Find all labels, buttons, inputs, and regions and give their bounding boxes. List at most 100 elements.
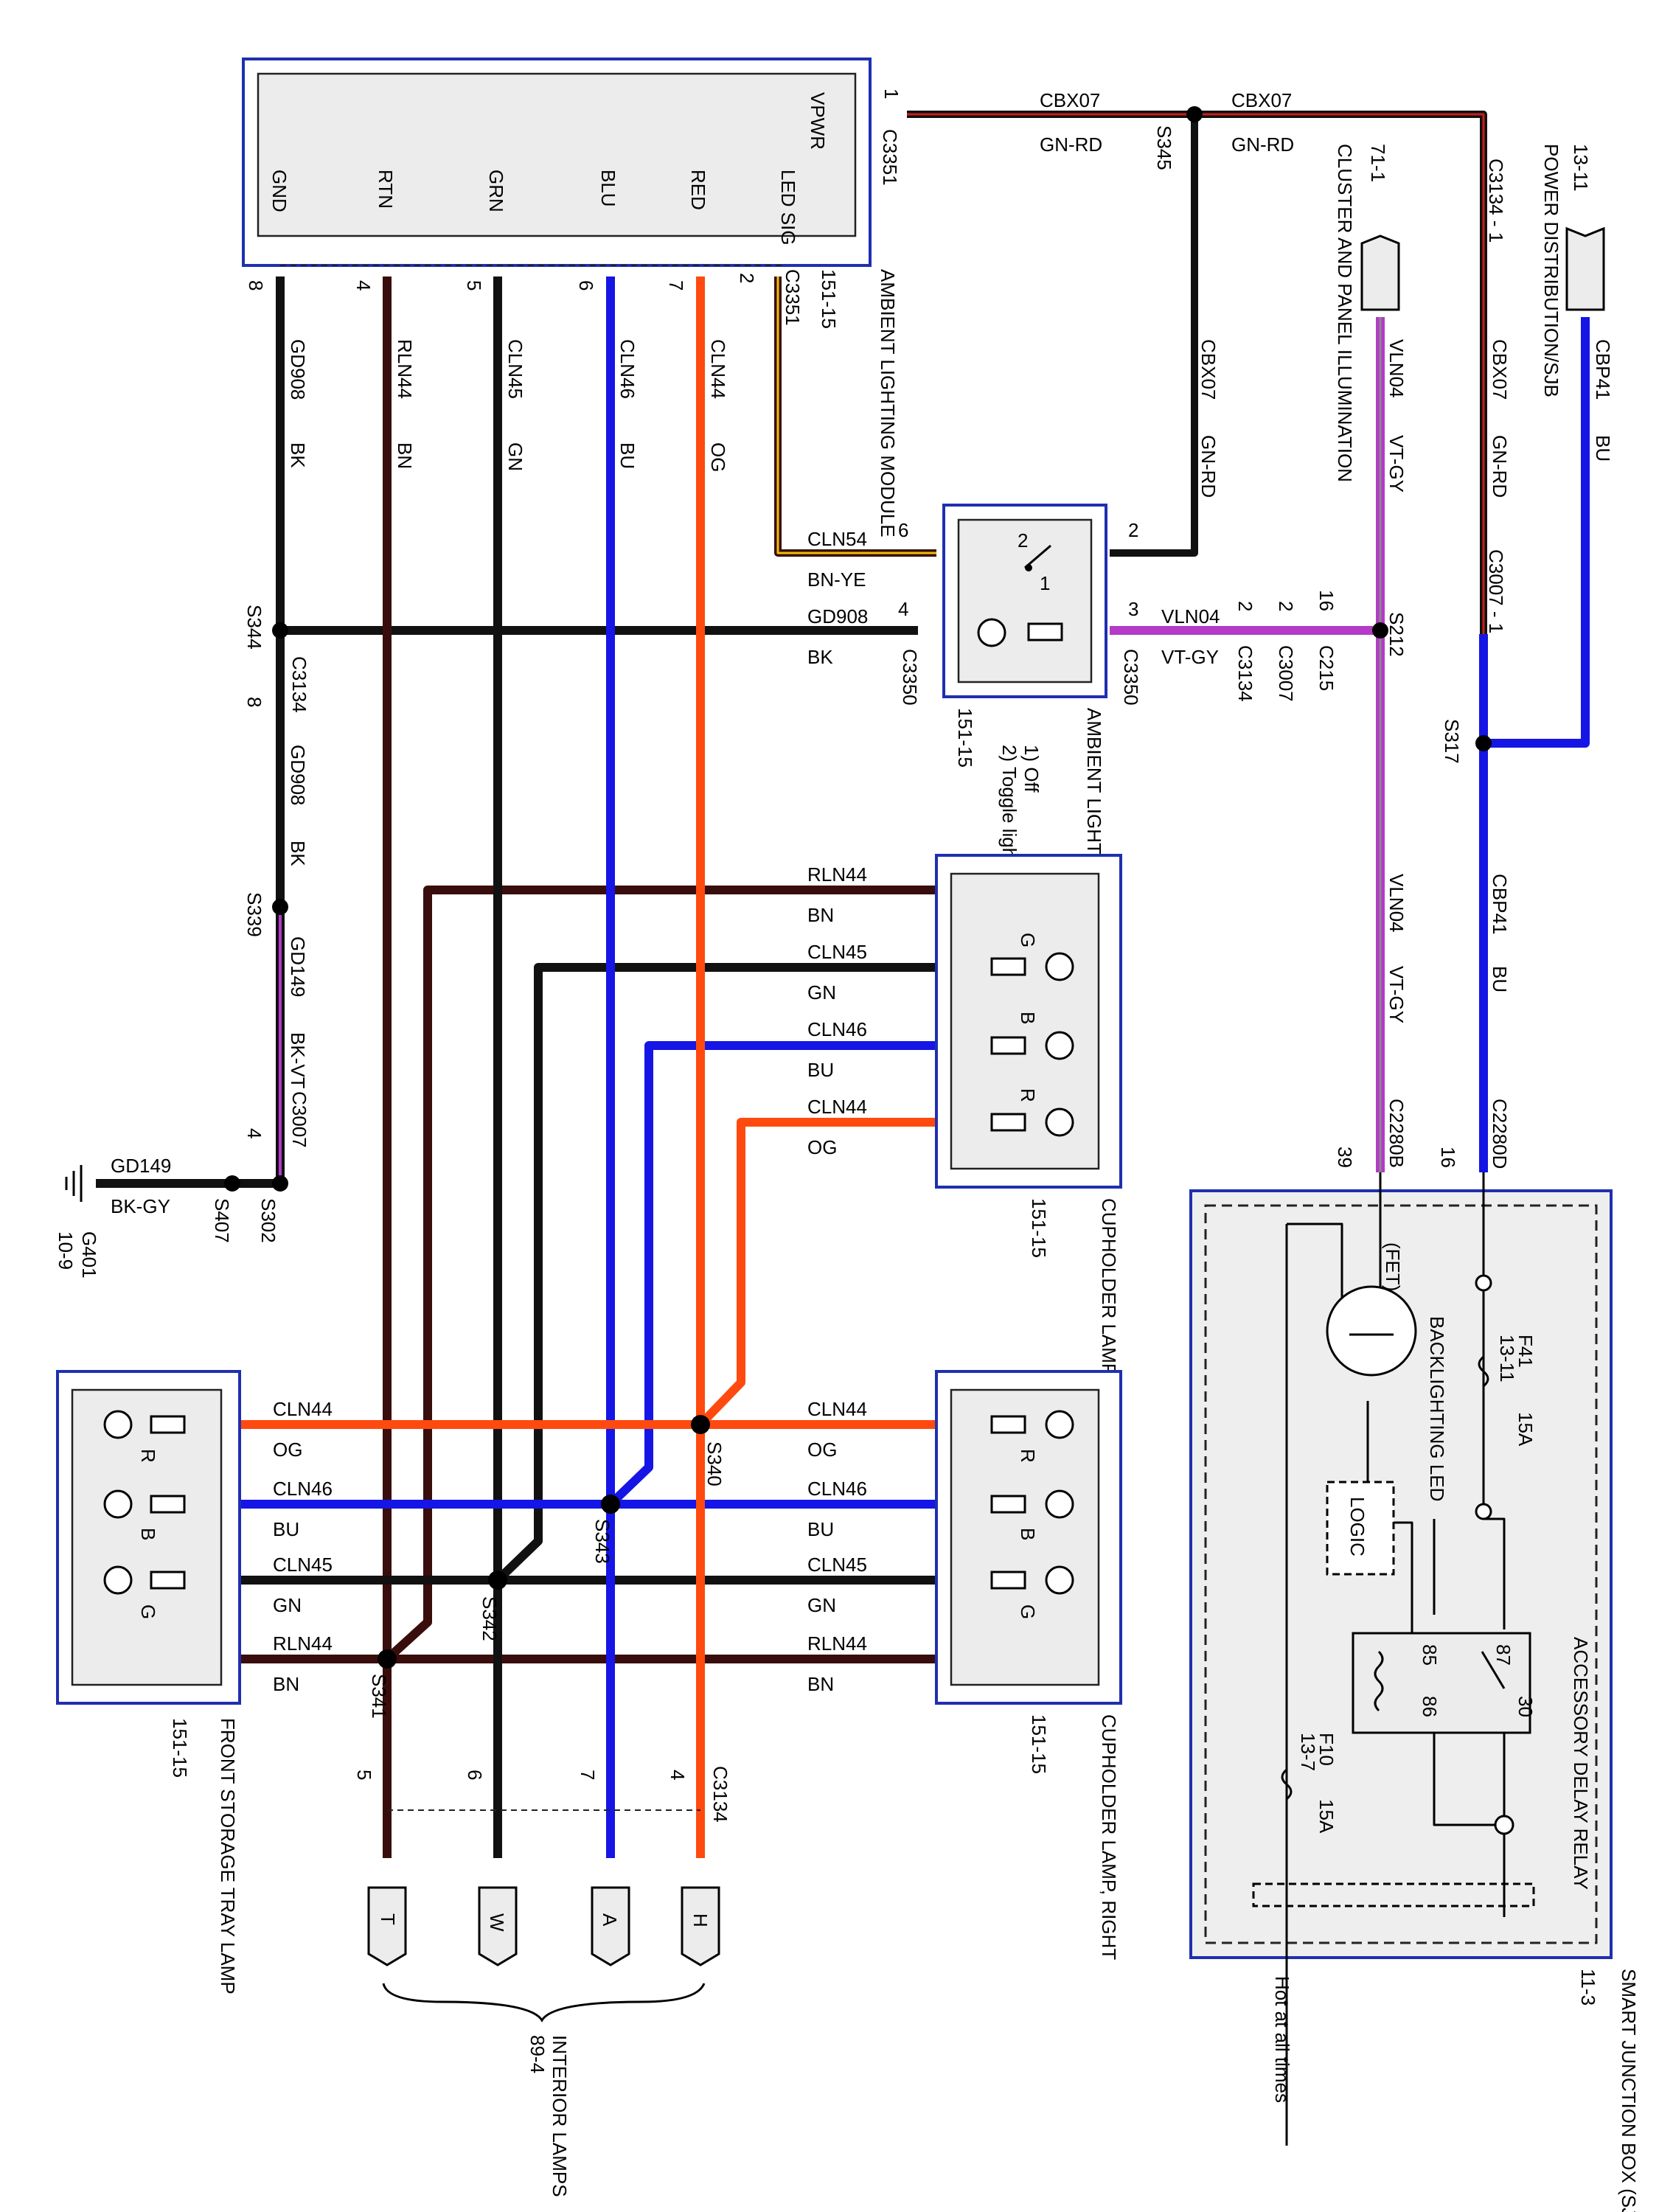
lbl-c3134-gnd: C3134 [288, 656, 310, 713]
pinno-1: 1 [880, 88, 902, 99]
switch-lamp-icon [977, 618, 1006, 647]
wire-cln46-branch [607, 1041, 936, 1508]
lbl-vln04-h: VLN04 [1161, 605, 1220, 627]
lbl-s317: S317 [1441, 719, 1463, 764]
relay-contact-icon [1481, 1651, 1506, 1689]
interior-h-connector-icon [681, 1886, 720, 1966]
pinno-8: 8 [245, 280, 267, 291]
lbl-gnrd-a: GN-RD [1040, 133, 1102, 156]
lbl-bk-h: BK [807, 646, 833, 668]
switch-resistor-icon [1027, 622, 1063, 641]
ground-icon [65, 1165, 83, 1202]
cup-right-lamp-g [990, 1565, 1074, 1595]
sjb-name: SMART JUNCTION BOX (SJB) [1618, 1969, 1640, 2212]
relay-out-icon [1494, 1815, 1514, 1835]
lbl-bk: BK [287, 442, 309, 468]
logic-box [1326, 1481, 1395, 1576]
f41-top-icon [1475, 1274, 1492, 1292]
r-cln46: CLN46 [807, 1478, 867, 1500]
splice-s302 [272, 1175, 288, 1192]
pin-ledsig: LED SIG [777, 170, 799, 246]
relay-85: 85 [1419, 1644, 1441, 1666]
cup-left-lamp-r [990, 1107, 1074, 1137]
lbl-bkgy-g: BK-GY [111, 1195, 170, 1217]
power-connector-icon [1565, 226, 1605, 311]
lbl-s341: S341 [368, 1674, 390, 1719]
int-t: T [377, 1913, 399, 1925]
switch-conn-l: C3350 [899, 649, 921, 706]
lbl-bu-2: BU [1489, 966, 1511, 992]
relay-87: 87 [1492, 1644, 1514, 1666]
splice-s212 [1372, 622, 1388, 639]
lbl-gnrd-b: GN-RD [1231, 133, 1294, 156]
int-c3134: C3134 [709, 1766, 731, 1823]
interior-t-connector-icon [367, 1886, 407, 1966]
wire-cbp41 [1484, 317, 1590, 748]
relay-coil-icon [1374, 1650, 1384, 1712]
lbl-bkvt: BK-VT [287, 1032, 309, 1089]
cup-left-b: B [1017, 1012, 1039, 1024]
lbl-vln04-2: VLN04 [1385, 874, 1408, 933]
f10-ref: 13-7 [1297, 1733, 1319, 1771]
cup-left-r: R [1017, 1088, 1039, 1102]
t-bn: BN [273, 1673, 299, 1695]
lbl-bu-p: BU [1592, 435, 1614, 462]
lbl-s342: S342 [479, 1596, 501, 1641]
cup-right-name: CUPHOLDER LAMP, RIGHT [1098, 1714, 1120, 1960]
f41-fuse-icon [1478, 1355, 1489, 1388]
switch-lever [1024, 544, 1051, 569]
cluster-name: CLUSTER AND PANEL ILLUMINATION [1334, 144, 1356, 482]
lbl-p16-a: 16 [1315, 590, 1338, 611]
lbl-cln54: CLN54 [807, 528, 867, 550]
lbl-s339: S339 [243, 892, 265, 937]
cup-right-g: G [1017, 1604, 1039, 1619]
sjb-bus-dash [1252, 1882, 1535, 1907]
t-cln44: CLN44 [273, 1398, 333, 1420]
lbl-cbp41-2: CBP41 [1489, 874, 1511, 934]
lbl-gd149-g: GD149 [111, 1155, 171, 1177]
lbl-vln04: VLN04 [1385, 339, 1408, 398]
sjb-wire-f41 [1482, 1172, 1506, 1630]
lbl-p8-gnd: 8 [243, 697, 265, 707]
splice-s340 [691, 1415, 710, 1434]
tray-lamp-b [103, 1489, 186, 1519]
f41-bot-icon [1475, 1503, 1492, 1520]
cup-left-lamp-b [990, 1031, 1074, 1060]
splice-s345 [1186, 106, 1203, 122]
switch-pin6: 6 [898, 519, 908, 541]
switch-pin3: 3 [1128, 598, 1138, 620]
interior-brace [382, 1983, 706, 2023]
r-bn: BN [807, 1673, 834, 1695]
switch-conn-r: C3350 [1120, 649, 1142, 706]
lbl-c3134-1: C3134 - 1 [1485, 159, 1507, 243]
cluster-ref: 71-1 [1367, 144, 1389, 182]
lbl-cln44: CLN44 [707, 339, 729, 399]
lbl-gn: GN [504, 442, 526, 471]
cup-right-lamp-r [990, 1410, 1074, 1439]
relay-name: ACCESSORY DELAY RELAY [1570, 1637, 1592, 1890]
switch-sw2: 2 [1018, 529, 1028, 552]
pin-rtn: RTN [375, 170, 397, 209]
wire-cln45-branch [494, 963, 936, 1584]
power-name: POWER DISTRIBUTION/SJB [1540, 144, 1562, 397]
int-a: A [599, 1913, 621, 1927]
wire-cln54-stripe [776, 276, 936, 554]
pinno-7: 7 [665, 280, 687, 291]
lbl-c2280d: C2280D [1489, 1099, 1511, 1169]
lbl-bu: BU [616, 442, 639, 469]
l-bu: BU [807, 1059, 834, 1081]
tray-body [71, 1388, 223, 1686]
wire-cbx07-switch [1110, 114, 1198, 557]
r-cln44: CLN44 [807, 1398, 867, 1420]
lbl-s407: S407 [211, 1198, 233, 1243]
l-cln45: CLN45 [807, 941, 867, 963]
r-gn: GN [807, 1594, 836, 1616]
cup-right-ref: 151-15 [1028, 1714, 1050, 1774]
module-name: AMBIENT LIGHTING MODULE [877, 269, 899, 538]
relay-30: 30 [1514, 1696, 1537, 1717]
module-ref: 151-15 [818, 269, 840, 329]
lbl-p16-b: 16 [1437, 1147, 1459, 1168]
tray-g: G [137, 1604, 159, 1619]
lbl-p4-gnd: 4 [243, 1128, 265, 1138]
